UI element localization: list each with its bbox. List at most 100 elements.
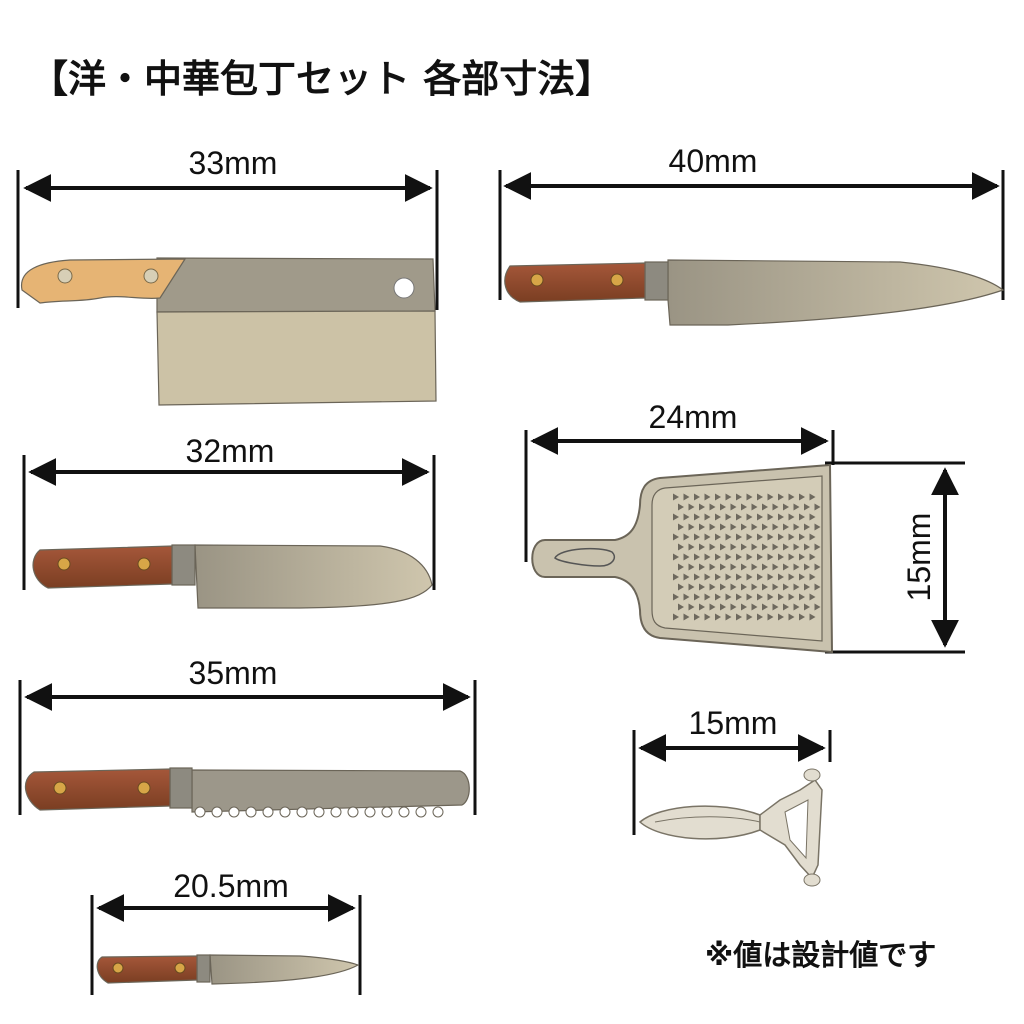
grater-tooth <box>704 553 711 561</box>
grater-tooth <box>772 503 779 511</box>
grater-tooth <box>725 513 732 521</box>
grater-tooth <box>709 583 716 591</box>
grater-tooth <box>736 593 742 601</box>
grater-tooth <box>688 603 695 611</box>
grater-tooth <box>683 513 690 521</box>
grater-tooth <box>673 573 679 581</box>
serration <box>432 806 444 818</box>
grater-tooth <box>688 563 695 571</box>
grater-tooth <box>715 553 721 561</box>
page-title: 【洋・中華包丁セット 各部寸法】 <box>30 57 613 101</box>
peeler-tip <box>803 873 821 887</box>
grater-tooth <box>730 583 737 591</box>
grater-tooth <box>778 573 784 581</box>
grater-tooth <box>809 573 816 581</box>
grater-tooth <box>799 533 805 541</box>
grater-tooth <box>736 493 742 501</box>
grater-tooth <box>725 493 732 501</box>
peeler-handle-ridge <box>654 816 761 823</box>
rivet <box>112 962 124 974</box>
grater-tooth <box>788 533 795 541</box>
grater-tooth <box>746 513 753 521</box>
grater-tooth <box>678 523 684 531</box>
grater-tooth <box>778 513 784 521</box>
grater-tooth <box>814 583 821 591</box>
grater-tooth <box>767 533 774 541</box>
rivet <box>57 557 71 571</box>
grater-tooth <box>725 573 732 581</box>
grater-tooth <box>757 493 763 501</box>
handle <box>24 768 171 811</box>
grater-tooth <box>767 493 774 501</box>
blade-spine <box>156 257 436 313</box>
grater-tooth <box>715 493 721 501</box>
bolster <box>196 954 211 983</box>
grater-tooth <box>751 543 758 551</box>
grater-tooth <box>799 513 805 521</box>
serration <box>347 806 359 818</box>
grater-tooth <box>799 493 805 501</box>
grater-tooth <box>746 593 753 601</box>
grater-tooth <box>678 563 684 571</box>
grater-tooth <box>678 603 684 611</box>
grater-tooth <box>699 603 705 611</box>
grater-tooth <box>804 603 810 611</box>
rivet <box>137 557 151 571</box>
grater-tooth <box>741 503 747 511</box>
dimension-label: 40mm <box>669 143 758 179</box>
grater-tooth <box>683 493 690 501</box>
serration <box>228 806 240 818</box>
grater-tooth <box>709 563 716 571</box>
grater-tooth <box>804 523 810 531</box>
grater-tooth <box>799 573 805 581</box>
grater-tooth <box>809 513 816 521</box>
grater-tooth <box>809 533 816 541</box>
grater-tooth <box>783 523 789 531</box>
grater-tooth <box>688 543 695 551</box>
serration <box>245 806 257 818</box>
grater-tooth <box>725 613 732 621</box>
grater-tooth <box>772 583 779 591</box>
serration <box>296 806 308 818</box>
grater-tooth <box>793 543 800 551</box>
grater-tooth <box>793 503 800 511</box>
grater-tooth <box>741 563 747 571</box>
rivet <box>610 273 624 287</box>
grater-tooth <box>683 553 690 561</box>
blade-edge <box>156 310 437 406</box>
grater-tooth <box>751 523 758 531</box>
grater-tooth <box>683 573 690 581</box>
peeler-opening <box>784 799 809 860</box>
rivet <box>530 273 544 287</box>
grater-tooth <box>762 583 768 591</box>
handle <box>96 955 198 984</box>
serration <box>211 806 223 818</box>
grater-tooth <box>720 503 726 511</box>
grater-tooth <box>694 573 700 581</box>
grater-tooth <box>720 523 726 531</box>
rivet <box>53 781 67 795</box>
grater-tooth <box>772 563 779 571</box>
grater-tooth <box>762 563 768 571</box>
grater-tooth <box>814 563 821 571</box>
grater-tooth <box>783 583 789 591</box>
grater-tooth <box>778 553 784 561</box>
grater-tooth <box>715 513 721 521</box>
grater-tooth <box>762 503 768 511</box>
grater-tooth <box>762 603 768 611</box>
height-dimension-label: 15mm <box>901 513 937 602</box>
grater-tooth <box>736 573 742 581</box>
grater-tooth <box>809 593 816 601</box>
serration <box>262 806 274 818</box>
grater-tooth <box>694 513 700 521</box>
grater-tooth <box>730 503 737 511</box>
grater-tooth <box>762 523 768 531</box>
grater-tooth <box>772 603 779 611</box>
grater-tooth <box>741 543 747 551</box>
grater-tooth <box>767 553 774 561</box>
grater-tooth <box>788 513 795 521</box>
grater-tooth <box>736 513 742 521</box>
grater-tooth <box>799 553 805 561</box>
grater-tooth <box>699 563 705 571</box>
grater-tooth <box>783 563 789 571</box>
